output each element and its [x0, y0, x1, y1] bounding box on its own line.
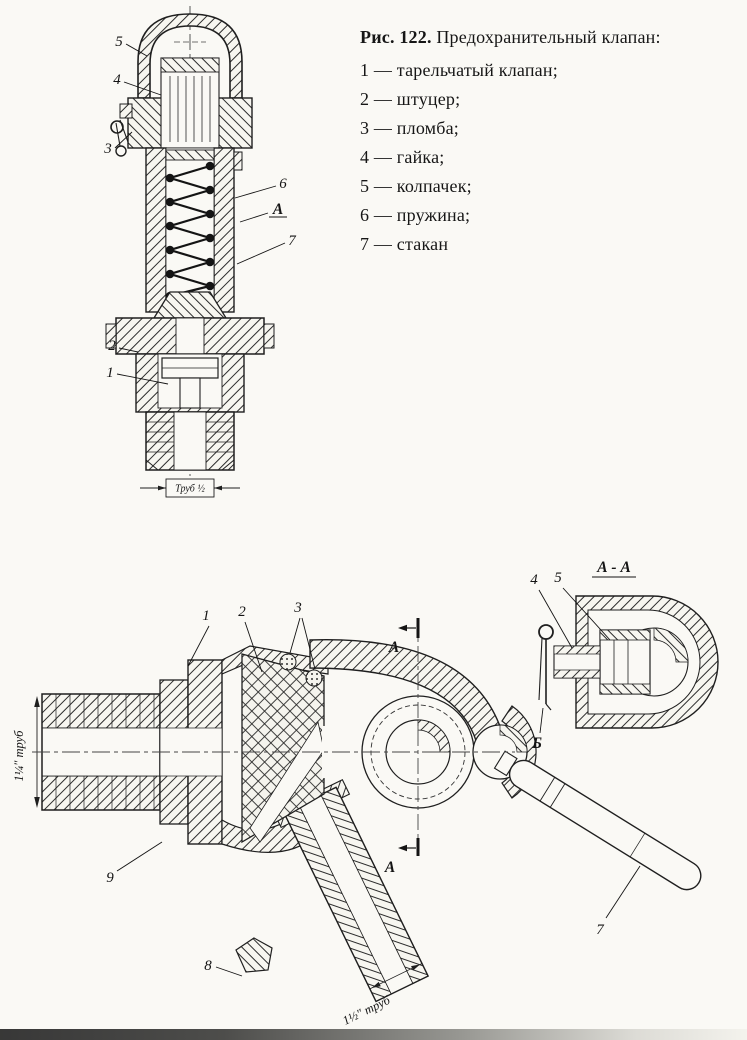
legend-item: 4 — гайка;	[360, 147, 445, 167]
callout-7: 7	[596, 922, 605, 938]
figure-caption: Рис. 122. Предохранительный клапан:	[360, 24, 742, 50]
legend-item: 2 — штуцер;	[360, 89, 461, 109]
callout-3: 3	[103, 141, 112, 157]
callout-5: 5	[115, 34, 123, 50]
callout-2: 2	[238, 604, 246, 620]
callout-b: Б	[531, 735, 542, 752]
callout-3: 3	[293, 600, 302, 616]
safety-valve-section-drawing: Труб ½ 5 4 3 6 А 7 2 1	[103, 6, 297, 498]
lead-seal	[110, 103, 133, 157]
disc-valve-chamber	[135, 353, 245, 413]
cock-assembly-drawing: 1¼″ труб	[12, 559, 719, 1028]
legend-item: 7 — стакан	[360, 234, 449, 254]
callout-5: 5	[554, 570, 562, 586]
callout-section-a: А	[272, 201, 283, 218]
cock-callout-leaders	[116, 617, 641, 977]
piston-stem	[160, 57, 220, 149]
inlet-threaded-fitting	[41, 693, 161, 811]
callout-4: 4	[113, 72, 121, 88]
pipe-thread-label: Труб ½	[140, 478, 240, 498]
callout-6: 6	[279, 176, 287, 192]
callout-9: 9	[106, 870, 114, 886]
outlet-pipe-size-label: 1½″ труб	[340, 993, 393, 1028]
drain-plug	[235, 937, 273, 973]
figure-title: Предохранительный клапан:	[431, 27, 661, 47]
legend-item: 6 — пружина;	[360, 205, 471, 225]
outlet-pipe	[273, 779, 430, 1003]
handle	[493, 750, 702, 891]
detail-callout-leaders	[538, 587, 611, 734]
callout-2: 2	[108, 338, 116, 354]
section-letter-top: А	[388, 639, 399, 656]
callout-1: 1	[202, 608, 210, 624]
detail-title: А - А	[596, 559, 631, 576]
union-flange	[105, 317, 275, 355]
spring-coil	[152, 161, 228, 319]
callout-4: 4	[530, 572, 538, 588]
figure-caption-block: Рис. 122. Предохранительный клапан: 1 — …	[360, 24, 742, 259]
scan-edge-artifact	[0, 1029, 747, 1040]
section-aa-detail: А - А 4	[530, 559, 719, 752]
figure-number: Рис. 122.	[360, 27, 432, 47]
parts-legend: 1 — тарельчатый клапан; 2 — штуцер; 3 — …	[360, 56, 742, 259]
lower-threaded-fitting	[145, 411, 235, 471]
legend-item: 5 — колпачек;	[360, 176, 472, 196]
legend-item: 3 — пломба;	[360, 118, 460, 138]
callout-1: 1	[106, 365, 114, 381]
callout-7: 7	[288, 233, 297, 249]
valve-callouts	[114, 43, 287, 385]
inlet-pipe-size-label: 1¼″ труб	[12, 730, 26, 782]
cotter-pin	[538, 624, 554, 711]
section-line-a	[398, 618, 420, 856]
legend-item: 1 — тарельчатый клапан;	[360, 60, 558, 80]
spring-housing	[145, 147, 243, 313]
pipe-size-label: Труб ½	[175, 484, 205, 495]
callout-8: 8	[204, 958, 212, 974]
section-letter-bottom: А	[384, 859, 395, 876]
